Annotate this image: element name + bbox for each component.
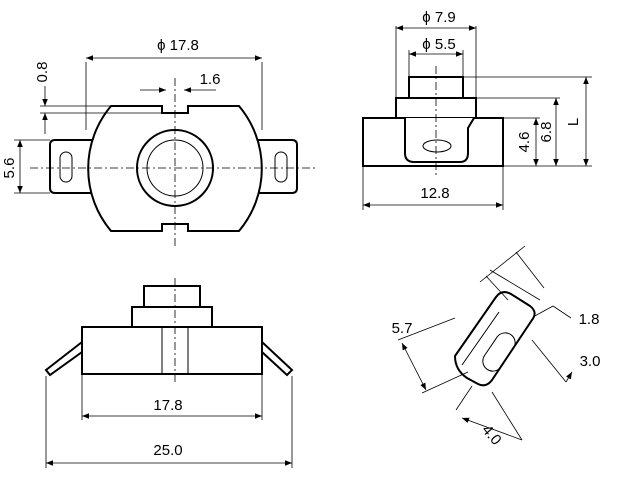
- dim-height-l-label: L: [565, 118, 582, 126]
- left-leg: [44, 339, 83, 377]
- terminal-slot: [482, 332, 516, 372]
- left-mount-tab: [49, 139, 93, 194]
- dim-notch-depth-label: 0.8: [34, 62, 51, 83]
- right-mount-tab: [257, 139, 298, 194]
- dim-inner-diameter-label: ϕ 5.5: [422, 36, 455, 53]
- top-view: ϕ 17.8 0.8 1.6 5.6: [1, 37, 318, 246]
- side-view-right: ϕ 7.9 ϕ 5.5 4.6 6.8 L 12.8: [362, 9, 592, 210]
- front-collar: [131, 306, 213, 328]
- dim-notch-width-label: 1.6: [200, 71, 221, 88]
- right-tab-slot: [274, 151, 288, 183]
- front-body: [81, 326, 263, 375]
- terminal-hole: [422, 139, 452, 153]
- terminal-iso-view: 5.7 1.8 3.0 4.0: [392, 245, 601, 449]
- dim-outer-diameter-label: ϕ 7.9: [422, 9, 455, 26]
- dim-diameter-label: ϕ 17.8: [157, 37, 199, 54]
- dim-height-total-label: 6.8: [538, 122, 555, 143]
- right-leg: [261, 339, 294, 377]
- dim-hole-label: 1.8: [579, 311, 600, 328]
- left-tab-slot: [59, 151, 73, 183]
- dim-width-label: 12.8: [420, 185, 449, 202]
- dim-total-width-label: 25.0: [153, 442, 182, 459]
- dim-height-body-label: 4.6: [516, 132, 533, 153]
- front-button: [143, 285, 201, 308]
- dim-body-width-label: 17.8: [153, 397, 182, 414]
- dim-tab-height-label: 5.6: [1, 158, 18, 179]
- dim-width-label-iso: 3.0: [580, 353, 601, 370]
- dim-length-label: 5.7: [392, 320, 413, 337]
- front-view: 17.8 25.0: [44, 278, 294, 468]
